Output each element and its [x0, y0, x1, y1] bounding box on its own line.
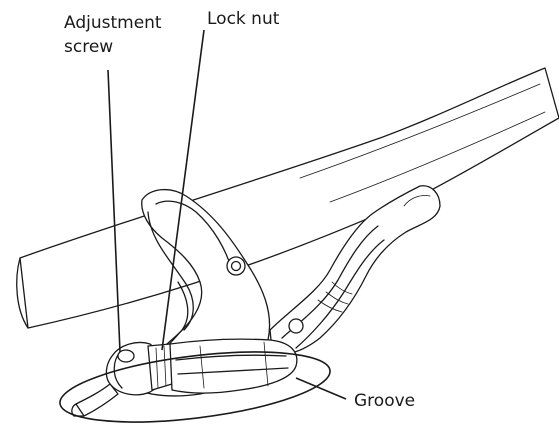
brake-cable: [71, 383, 119, 417]
label-lock-nut: Lock nut: [207, 9, 280, 29]
lever-blade: [269, 185, 441, 355]
label-adjustment-screw-line2: screw: [64, 37, 113, 57]
pivot-bolt: [226, 256, 246, 276]
lock-nut-leader: [161, 29, 205, 351]
groove-leader: [295, 377, 347, 400]
groove-highlight-ellipse: [59, 351, 331, 423]
handlebar: [16, 67, 559, 329]
adjuster-assembly: [105, 338, 298, 396]
lever-pivot: [288, 318, 304, 334]
adjustment-screw-leader: [107, 69, 121, 353]
label-groove: Groove: [354, 391, 415, 411]
label-adjustment-screw-line1: Adjustment: [64, 13, 162, 33]
